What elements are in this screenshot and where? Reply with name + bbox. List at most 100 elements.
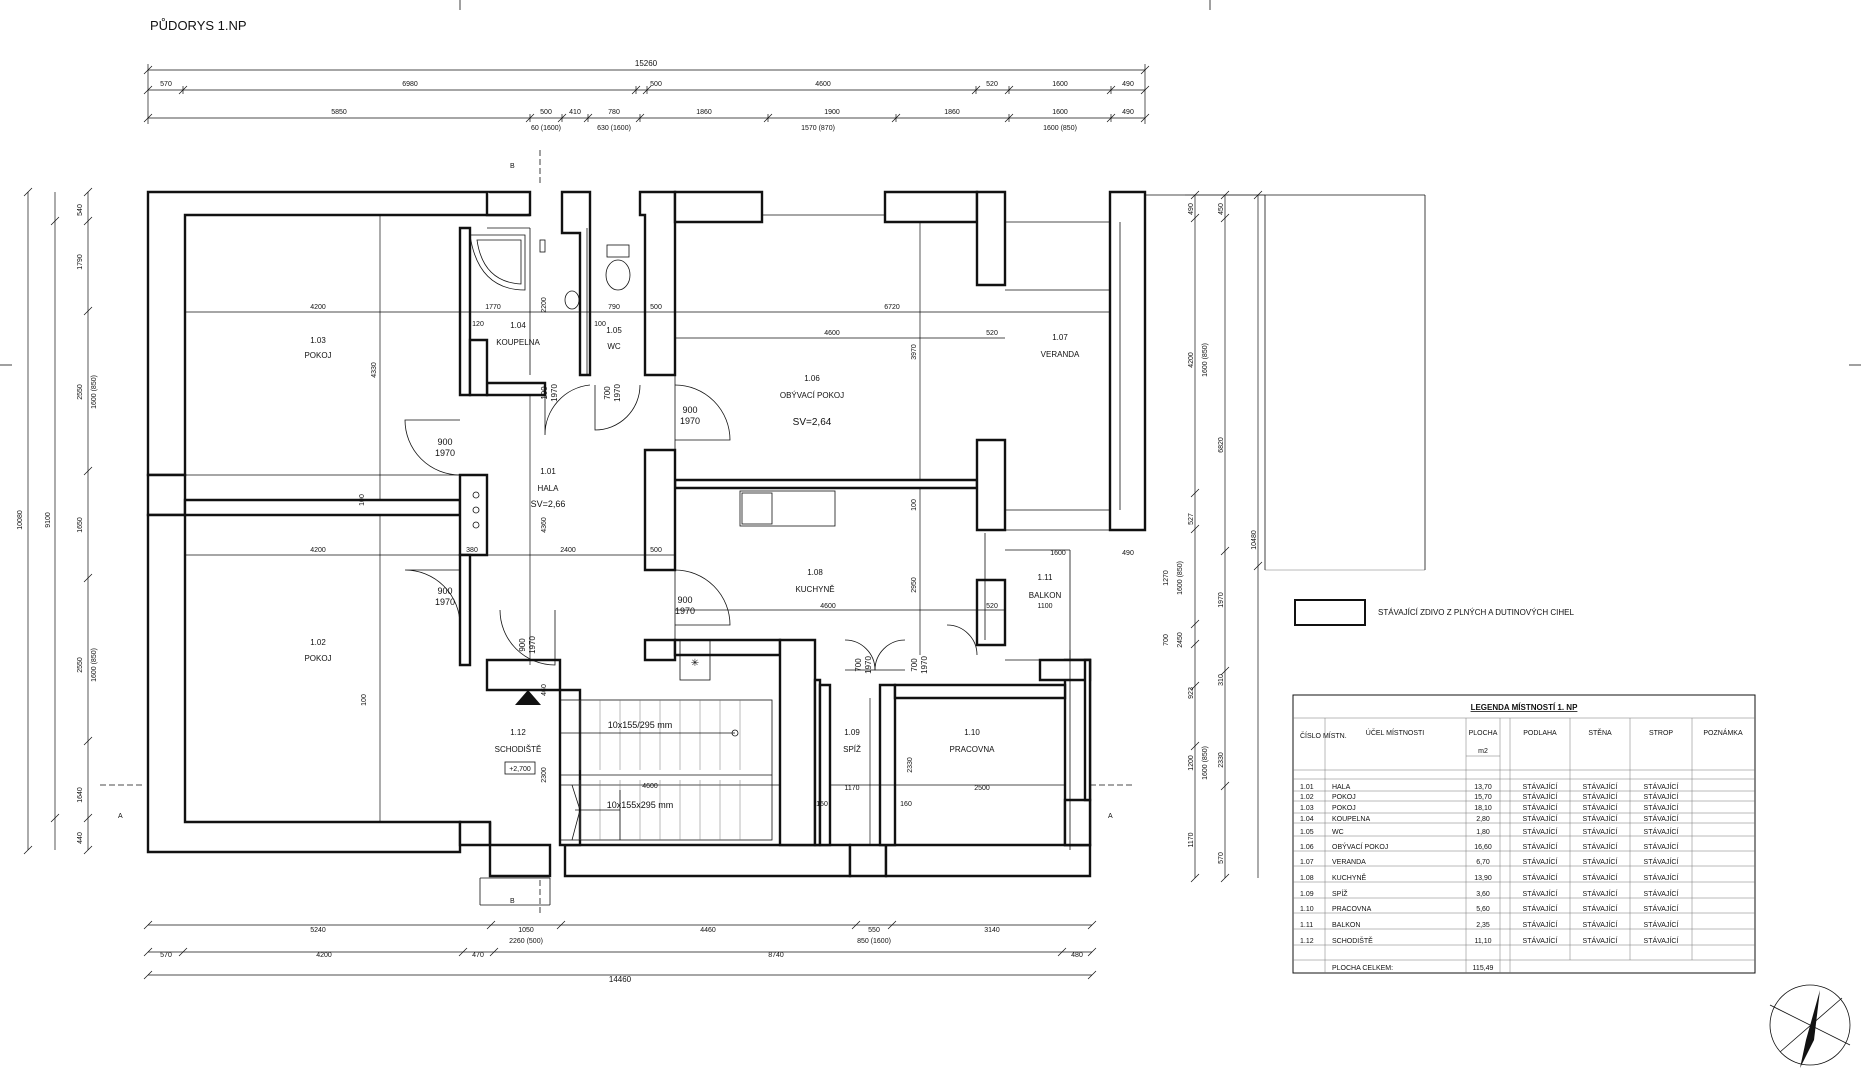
dim-inner: 1600: [1050, 550, 1066, 557]
table-cell: STÁVAJÍCÍ: [1644, 873, 1679, 882]
dim-inner: 490: [1122, 550, 1134, 557]
table-cell: 1.06: [1300, 844, 1314, 851]
material-legend: STÁVAJÍCÍ ZDIVO Z PLNÝCH A DUTINOVÝCH CI…: [1294, 599, 1574, 626]
dim-right: 700: [1163, 634, 1170, 646]
dim-left-total: 10080: [17, 510, 24, 530]
room-note: SV=2,66: [531, 499, 566, 509]
room-dimension-lines: [185, 215, 1110, 845]
table-header: PLOCHA: [1469, 730, 1498, 737]
door-width: 900: [518, 638, 527, 652]
dim-bottom-r1: 550: [868, 927, 880, 934]
door-height: 1970: [675, 606, 695, 616]
table-cell: STÁVAJÍCÍ: [1644, 827, 1679, 836]
dim-right-b: 310: [1218, 674, 1225, 686]
dim-inner: 3970: [911, 344, 918, 360]
door-width: 100: [540, 386, 549, 400]
table-cell: 1.07: [1300, 859, 1314, 866]
door-width: 700: [603, 386, 612, 400]
table-cell: WC: [1332, 829, 1344, 836]
table-cell: 2,35: [1476, 922, 1490, 929]
table-header: STROP: [1649, 730, 1673, 737]
table-cell: STÁVAJÍCÍ: [1583, 827, 1618, 836]
room-number: 1.10: [964, 728, 980, 737]
dim-top-r2-sub: 60 (1600): [531, 125, 561, 132]
room-number: 1.05: [606, 326, 622, 335]
dim-top-r2: 490: [1122, 109, 1134, 116]
dim-right: 923: [1188, 687, 1195, 699]
table-cell: STÁVAJÍCÍ: [1523, 827, 1558, 836]
room-number: 1.08: [807, 568, 823, 577]
door-width: 900: [437, 437, 452, 447]
table-cell: 3,60: [1476, 891, 1490, 898]
table-cell: 1.04: [1300, 816, 1314, 823]
dim-top-r2: 5850: [331, 109, 347, 116]
room-number: 1.01: [540, 467, 556, 476]
dim-inner: 2400: [560, 547, 576, 554]
table-cell: STÁVAJÍCÍ: [1583, 936, 1618, 945]
room-name: WC: [607, 342, 621, 351]
dim-left: 1790: [77, 254, 84, 270]
table-cell: STÁVAJÍCÍ: [1523, 889, 1558, 898]
door-height: 1970: [435, 597, 455, 607]
dim-left: 440: [77, 832, 84, 844]
table-cell: STÁVAJÍCÍ: [1644, 857, 1679, 866]
dim-bottom-r1: 5240: [310, 927, 326, 934]
dim-right-b: 1970: [1218, 592, 1225, 608]
door-height: 1970: [435, 448, 455, 458]
table-cell: STÁVAJÍCÍ: [1583, 857, 1618, 866]
dim-inner: 150: [816, 801, 828, 808]
door-width: 900: [682, 405, 697, 415]
table-cell: 13,90: [1474, 875, 1492, 882]
dim-bottom-r1: 3140: [984, 927, 1000, 934]
table-cell: STÁVAJÍCÍ: [1523, 782, 1558, 791]
table-cell: 5,60: [1476, 906, 1490, 913]
dim-inner: 2300: [541, 767, 548, 783]
room-note: SV=2,64: [793, 417, 832, 428]
dim-inner: 6720: [884, 304, 900, 311]
section-b-label: B: [510, 163, 515, 170]
room-name: OBÝVACÍ POKOJ: [780, 391, 844, 400]
table-cell: SPÍŽ: [1332, 889, 1348, 898]
dim-top-r2-sub: 630 (1600): [597, 125, 631, 132]
table-cell: 1.09: [1300, 891, 1314, 898]
dim-bottom-total: 14460: [609, 975, 632, 984]
dim-bottom-r1-sub: 850 (1600): [857, 938, 891, 945]
stair-spec: 10x155/295 mm: [608, 720, 673, 730]
table-unit: m2: [1478, 748, 1488, 755]
dim-left: 1650: [77, 517, 84, 533]
dim-inner: 4600: [820, 603, 836, 610]
dim-top-r1: 490: [1122, 81, 1134, 88]
dim-inner: 1100: [1037, 603, 1052, 610]
left-dimension-lines: 540 1790 2550 1600 (850) 1650 2550 1600 …: [17, 187, 98, 855]
dim-left: 540: [77, 204, 84, 216]
table-cell: SCHODIŠTĚ: [1332, 936, 1373, 945]
door-width: 700: [910, 658, 919, 672]
stair-run: 4600: [642, 783, 658, 790]
room-name: POKOJ: [304, 351, 331, 360]
table-cell: 11,10: [1475, 938, 1492, 945]
dim-inner: 2950: [911, 577, 918, 593]
table-cell: 2,80: [1476, 816, 1490, 823]
interior-dimension-texts: 4200 4330 1770 2200 120 790 100 500 4600…: [310, 297, 1134, 808]
door-swing-icon: [544, 384, 591, 436]
dim-bottom-r2: 8740: [768, 952, 784, 959]
table-cell: STÁVAJÍCÍ: [1583, 792, 1618, 801]
stair-spec: 10x155x295 mm: [607, 800, 674, 810]
dim-right-sub: 1600 (850): [1202, 746, 1209, 780]
table-cell: PRACOVNA: [1332, 906, 1372, 913]
table-cell: STÁVAJÍCÍ: [1644, 814, 1679, 823]
walls: [146, 190, 1147, 878]
dim-inner: 4200: [310, 547, 326, 554]
room-name: KUCHYNĚ: [795, 585, 834, 594]
dim-inner: 100: [911, 499, 918, 511]
dim-right-b: 2330: [1218, 752, 1225, 768]
door-swing-icon: [874, 639, 906, 671]
door-height: 1970: [613, 384, 622, 402]
page-title: PŮDORYS 1.NP: [150, 18, 247, 33]
table-cell: STÁVAJÍCÍ: [1644, 889, 1679, 898]
door-width: 700: [854, 658, 863, 672]
dim-bottom-r2: 4200: [316, 952, 332, 959]
stair-direction-arrow-icon: [515, 690, 541, 705]
dim-top-r2: 1900: [824, 109, 840, 116]
